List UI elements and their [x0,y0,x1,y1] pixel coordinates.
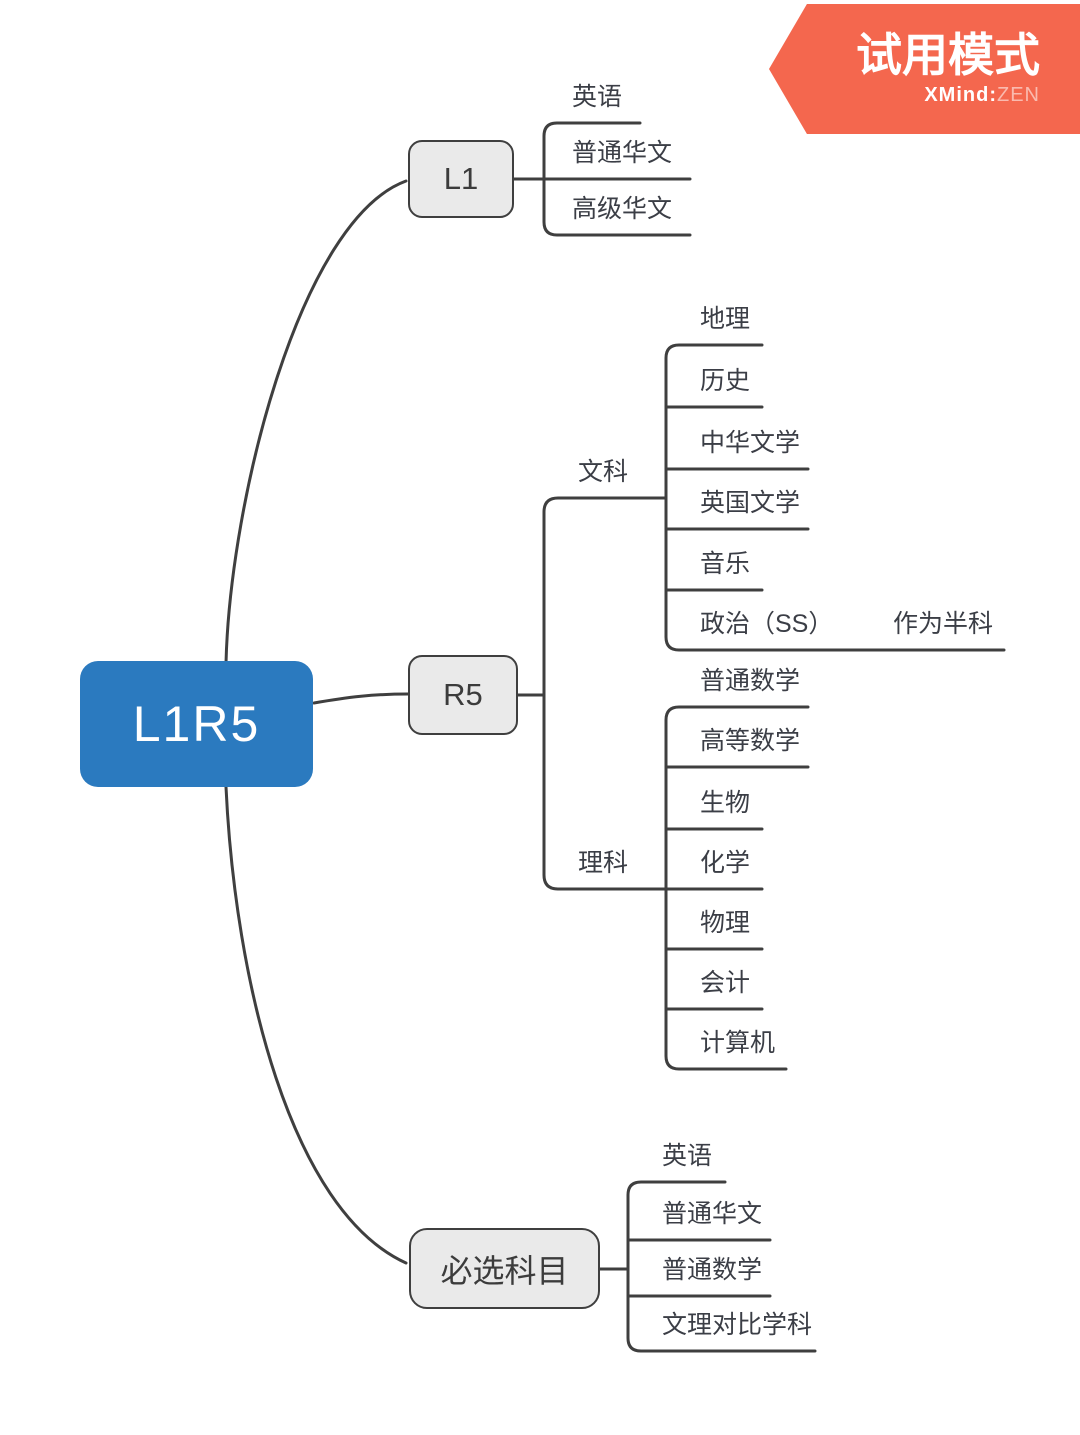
topic-advanced-math[interactable]: 高等数学 [700,727,801,755]
topic-english-2[interactable]: 英语 [662,1142,713,1170]
topic-standard-math-2[interactable]: 普通数学 [662,1256,763,1284]
edge-root-r5 [312,692,410,705]
topic-politics-ss[interactable]: 政治（SS） [700,610,834,638]
topic-chemistry[interactable]: 化学 [700,849,751,877]
topic-compulsory-subjects[interactable]: 必选科目 [409,1228,600,1309]
trial-mode-banner: 试用模式 XMind:ZEN [769,4,1080,134]
topic-history[interactable]: 历史 [700,367,751,395]
topic-science[interactable]: 理科 [578,849,629,877]
topic-standard-chinese-2[interactable]: 普通华文 [662,1200,763,1228]
topic-accounting[interactable]: 会计 [700,969,751,997]
root-topic[interactable]: L1R5 [80,661,313,787]
topic-music[interactable]: 音乐 [700,550,751,578]
edge-root-l1 [224,179,408,665]
topic-half-subject[interactable]: 作为半科 [893,610,994,638]
xmind-zen-logo: XMind:ZEN [769,85,1040,105]
topic-r5[interactable]: R5 [408,655,518,735]
topic-comparative-studies[interactable]: 文理对比学科 [662,1311,813,1339]
topic-biology[interactable]: 生物 [700,789,751,817]
edge-root-must [224,785,408,1265]
trial-mode-title: 试用模式 [856,29,1040,81]
topic-english-literature[interactable]: 英国文学 [700,489,801,517]
xmind-brand-zen: ZEN [997,84,1040,106]
topic-standard-math[interactable]: 普通数学 [700,667,801,695]
xmind-brand-name: XMind: [924,84,997,106]
topic-higher-chinese[interactable]: 高级华文 [572,195,673,223]
topic-physics[interactable]: 物理 [700,909,751,937]
topic-arts[interactable]: 文科 [578,458,629,486]
topic-computer[interactable]: 计算机 [700,1029,776,1057]
topic-standard-chinese[interactable]: 普通华文 [572,139,673,167]
topic-english[interactable]: 英语 [572,83,623,111]
topic-geography[interactable]: 地理 [700,305,751,333]
topic-chinese-literature[interactable]: 中华文学 [700,429,801,457]
topic-l1[interactable]: L1 [408,140,514,218]
